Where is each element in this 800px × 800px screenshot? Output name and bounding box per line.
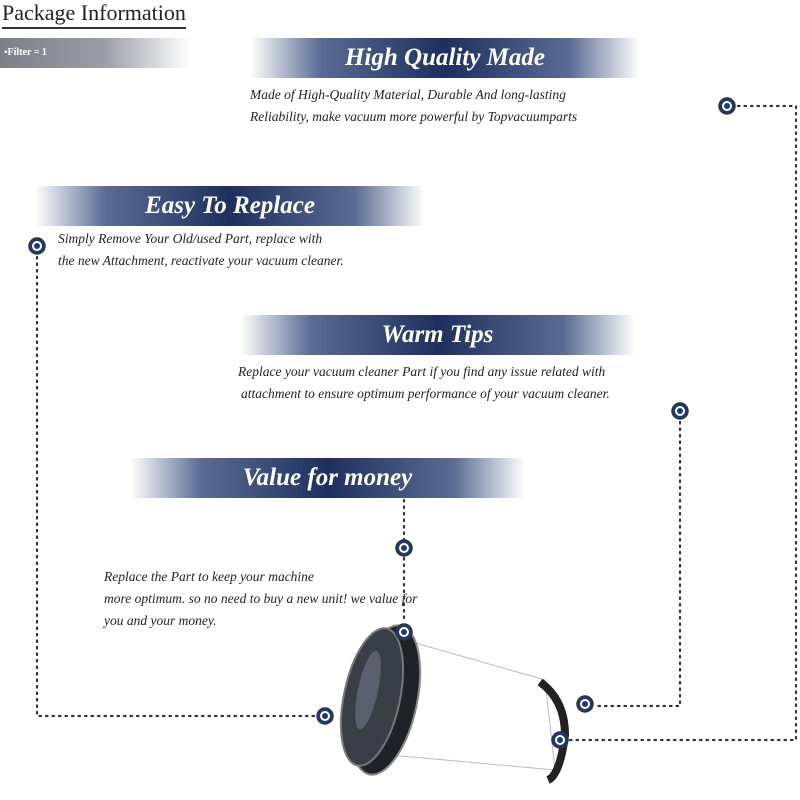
desc-line: Replace the Part to keep your machine [104, 569, 314, 584]
desc-high-quality: Made of High-Quality Material, Durable A… [250, 84, 577, 128]
filter-image [339, 624, 570, 784]
desc-line: Reliability, make vacuum more powerful b… [250, 109, 578, 124]
desc-line: you and your money. [104, 613, 217, 628]
banner-high-quality: High Quality Made [250, 38, 640, 78]
desc-warm-tips: Replace your vacuum cleaner Part if you … [238, 361, 610, 405]
desc-easy-replace: Simply Remove Your Old/used Part, replac… [58, 228, 344, 272]
desc-line: attachment to ensure optimum performance… [241, 386, 610, 401]
desc-line: Made of High-Quality Material, Durable A… [250, 87, 566, 102]
banner-value-money: Value for money [130, 458, 525, 498]
banner-easy-replace: Easy To Replace [35, 186, 425, 226]
desc-line: Simply Remove Your Old/used Part, replac… [58, 231, 323, 246]
page-title: Package Information [2, 0, 186, 29]
dotted-connectors [35, 104, 798, 742]
banner-warm-tips: Warm Tips [240, 315, 635, 355]
desc-line: more optimum. so no need to buy a new un… [104, 591, 418, 606]
marker-dots [28, 97, 736, 749]
desc-line: the new Attachment, reactivate your vacu… [58, 253, 344, 268]
desc-value-money: Replace the Part to keep your machine mo… [104, 566, 417, 632]
desc-line: Replace your vacuum cleaner Part if you … [238, 364, 606, 379]
package-contents: ▪Filter = 1 [0, 38, 190, 68]
